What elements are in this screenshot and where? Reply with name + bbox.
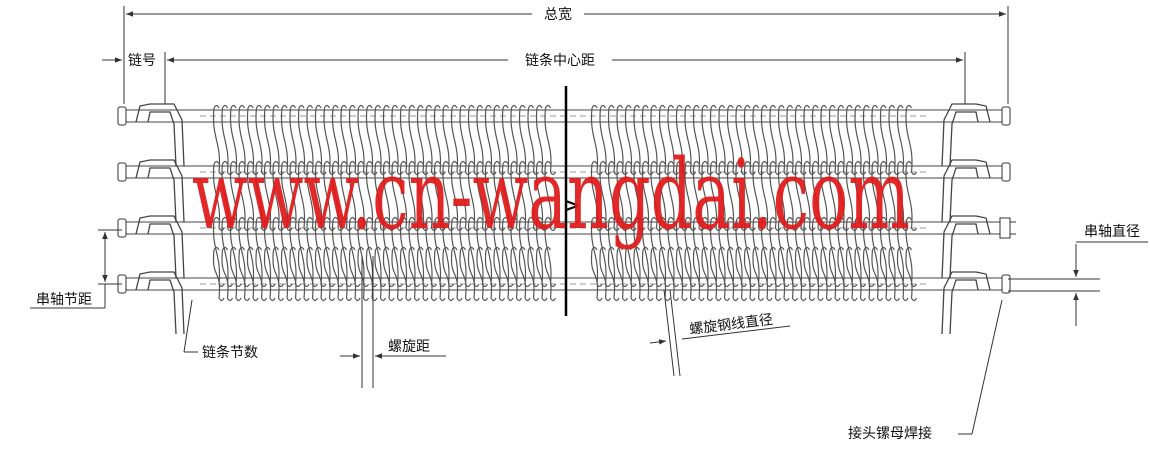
watermark: www.cn-wangdai.com xyxy=(192,139,910,251)
rod-head-left-0 xyxy=(117,106,127,126)
rod-head-left-2 xyxy=(117,218,127,238)
chain-center-distance-label: 链条中心距 xyxy=(525,52,595,69)
side-chains xyxy=(135,103,1016,335)
spiral-pitch-label: 螺旋距 xyxy=(388,339,430,355)
spiral-wire-dimension xyxy=(649,289,791,377)
cross-rod-diameter-label: 串轴直径 xyxy=(1084,223,1140,240)
rod-head-right-1 xyxy=(1001,162,1011,182)
total-width-dimension xyxy=(123,6,1009,104)
chain-no-label: 链号 xyxy=(128,53,156,69)
center-distance-dimension xyxy=(102,52,966,104)
spiral-pitch-dimension xyxy=(340,256,446,388)
rod-head-right-0 xyxy=(1001,106,1011,126)
spiral-wire-diameter-label: 螺旋钢线直径 xyxy=(688,311,773,338)
rod-diameter-dimension xyxy=(1008,241,1148,326)
spiral-coils xyxy=(212,104,918,302)
total-width-label: 总宽 xyxy=(544,6,572,23)
rod-head-right-3 xyxy=(1001,274,1011,294)
rod-pitch-dimension xyxy=(30,229,122,309)
weld-nut xyxy=(999,217,1011,239)
chain-links-leader xyxy=(183,299,198,353)
nut-welding-leader xyxy=(958,299,1003,435)
cross-rod-pitch-label: 串轴节距 xyxy=(36,292,92,308)
break-mark: > xyxy=(564,193,581,217)
nut-welding-label: 接头镙母焊接 xyxy=(848,425,932,442)
chain-links-label: 链条节数 xyxy=(202,344,258,361)
rod-head-left-1 xyxy=(117,162,127,182)
